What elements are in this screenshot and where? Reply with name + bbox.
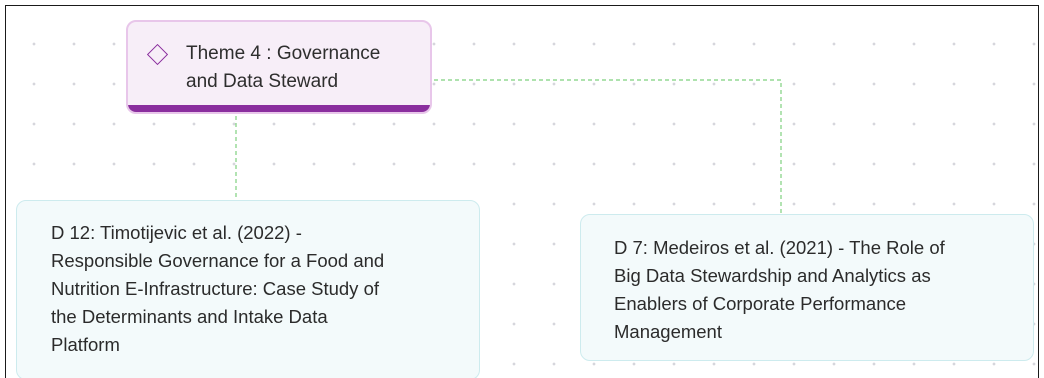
connector-lines bbox=[235, 79, 782, 214]
diagram-canvas: Theme 4 : Governance and Data Steward D … bbox=[5, 5, 1039, 378]
document-node-d12[interactable]: D 12: Timotijevic et al. (2022) - Respon… bbox=[16, 200, 480, 378]
document-label-d7: D 7: Medeiros et al. (2021) - The Role o… bbox=[614, 237, 945, 342]
theme-node[interactable]: Theme 4 : Governance and Data Steward bbox=[126, 20, 432, 114]
theme-title: Theme 4 : Governance and Data Steward bbox=[186, 43, 381, 92]
diamond-icon bbox=[146, 43, 169, 66]
document-node-d7[interactable]: D 7: Medeiros et al. (2021) - The Role o… bbox=[580, 214, 1034, 361]
theme-accent-bar bbox=[128, 105, 430, 112]
document-label-d12: D 12: Timotijevic et al. (2022) - Respon… bbox=[51, 222, 385, 355]
connector-theme-to-d7 bbox=[434, 79, 782, 214]
